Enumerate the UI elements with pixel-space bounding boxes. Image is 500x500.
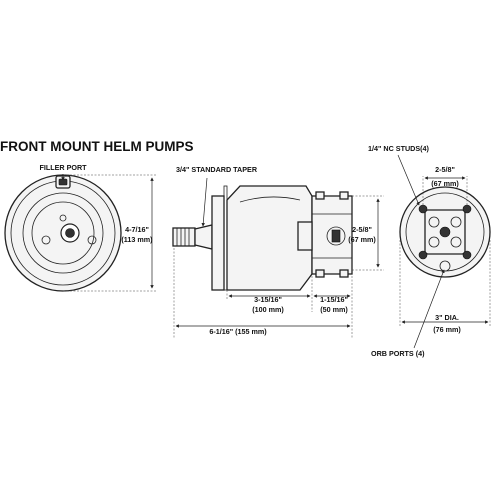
orb-ports-label: ORB PORTS (4) [371,349,425,358]
housing-contour [239,196,301,203]
rear-view [399,186,491,278]
front-height-metric: (113 mm) [121,235,153,244]
shaft-center [65,228,75,238]
taper-label: 3/4" STANDARD TAPER [176,165,258,174]
rear-diameter-imperial: 3" DIA. [435,313,459,322]
center-valve-icon [439,226,451,238]
rear-height-metric: (67 mm) [348,235,376,244]
side-port [297,221,313,251]
studs-leader [397,154,420,206]
front-boss [31,201,95,265]
orb-port-icon [450,236,462,248]
body-length-imperial: 3-15/16" [254,295,282,304]
rear-width-metric: (67 mm) [431,179,459,188]
length-dimensions: 3-15/16" (100 mm) 1-15/16" (50 mm) 6-1/1… [173,248,353,338]
rear-diameter-dimension: 3" DIA. (76 mm) [399,240,491,334]
side-view: 3/4" STANDARD TAPER [172,165,353,291]
rear-stud [339,269,349,278]
rear-stud [315,269,325,278]
mount-screw-icon [41,235,51,245]
total-length: 6-1/16" (155 mm) [209,327,267,336]
rear-stud [339,191,349,200]
stud-icon [418,250,428,260]
studs-label: 1/4" NC STUDS(4) [368,144,430,153]
rear-height-dimension: 2-5/8" (67 mm) [348,195,384,271]
mount-screw-icon [87,235,97,245]
orb-ports-leader [413,269,445,349]
diagram-title: FRONT MOUNT HELM PUMPS [0,139,194,154]
valve-cap [331,229,341,243]
stud-icon [462,204,472,214]
filler-port-label: FILLER PORT [39,163,87,172]
taper-leader [201,177,208,227]
stud-icon [462,250,472,260]
rear-width-imperial: 2-5/8" [435,165,455,174]
rear-width-dimension: 2-5/8" (67 mm) [422,165,468,205]
orb-port-icon [428,216,440,228]
shaft-taper [194,224,213,250]
body-length-metric: (100 mm) [252,305,284,314]
ce-mark-icon [59,214,67,222]
front-height-dimension: 4-7/16" (113 mm) [63,174,156,292]
rear-length-imperial: 1-15/16" [320,295,348,304]
orb-port-icon [428,236,440,248]
front-height-imperial: 4-7/16" [125,225,149,234]
rear-length-metric: (50 mm) [320,305,348,314]
orb-port-icon [450,216,462,228]
rear-height-imperial: 2-5/8" [352,225,372,234]
front-face [22,192,104,274]
tapered-shaft [172,227,196,247]
stud-icon [418,204,428,214]
relief-valve-icon [326,226,346,246]
mount-flange [211,195,225,291]
front-view: FILLER PORT [4,163,122,292]
rear-diameter-metric: (76 mm) [433,325,461,334]
bottom-port-icon [439,260,451,272]
rear-stud [315,191,325,200]
